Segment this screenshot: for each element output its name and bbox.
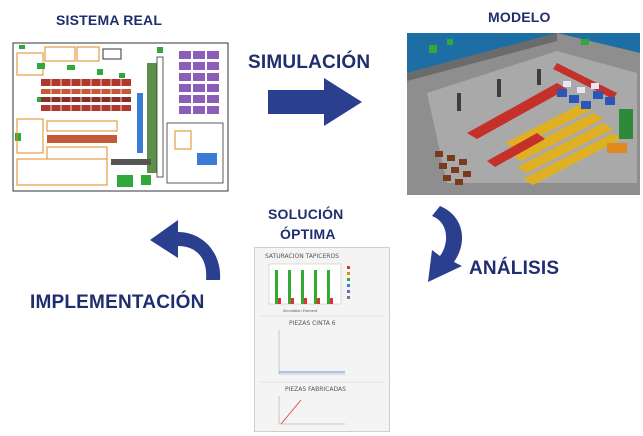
chart1-xlabel: Simulation Element (283, 309, 318, 313)
curved-arrow-up-icon (150, 220, 221, 280)
factory-floor-plan (7, 35, 235, 195)
curved-arrow-down-icon (428, 206, 463, 282)
arrow-right-icon (268, 78, 362, 126)
chart1-title: SATURACION TAPICEROS (265, 253, 339, 260)
chart1-legend (347, 266, 350, 299)
sistema-real-label: SISTEMA REAL (56, 12, 163, 28)
chart3-title: PIEZAS FABRICADAS (285, 386, 346, 393)
chart2-title: PIEZAS CINTA 6 (289, 320, 336, 327)
simulacion-label: SIMULACIÓN (248, 52, 371, 73)
analisis-label: ANÁLISIS (469, 258, 560, 279)
results-panel: SATURACION TAPICEROS Simulation Element … (254, 247, 390, 432)
optima-label: ÓPTIMA (280, 226, 336, 242)
implementacion-label: IMPLEMENTACIÓN (30, 292, 205, 313)
modelo-label: MODELO (488, 9, 551, 25)
simulation-3d-model (407, 33, 640, 195)
solucion-label: SOLUCIÓN (268, 206, 344, 222)
